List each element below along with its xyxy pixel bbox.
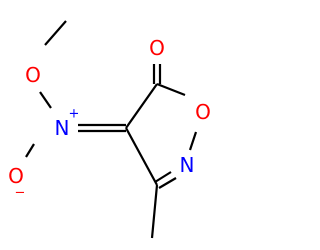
bond-c5-ring-o: [156, 82, 186, 97]
bond-c3-methyl: [150, 184, 159, 239]
bond-ring-n-c3-inner: [154, 171, 172, 183]
bond-nitro-n-nitro-o: [25, 143, 35, 158]
bond-ring-o-ring-n: [188, 131, 198, 151]
nitro-nitrogen-charge: +: [69, 107, 80, 122]
bond-c3-c4: [125, 127, 158, 186]
isoxazolone-structure: O N + O − O O N: [8, 20, 211, 239]
bond-methyl-methoxy-o: [44, 20, 67, 46]
nitro-oxygen-charge: −: [15, 186, 26, 201]
nitro-nitrogen-label: N: [55, 116, 70, 140]
bond-c4-c5: [125, 83, 158, 129]
bond-ring-n-c3: [158, 177, 177, 189]
carbonyl-oxygen-label: O: [149, 36, 165, 60]
ring-oxygen-label: O: [195, 100, 211, 124]
ring-nitrogen-label: N: [180, 153, 195, 177]
methoxy-oxygen-label: O: [25, 63, 41, 87]
bond-methoxy-o-nitro-n: [39, 91, 52, 109]
nitro-oxygen-label: O: [8, 164, 24, 188]
